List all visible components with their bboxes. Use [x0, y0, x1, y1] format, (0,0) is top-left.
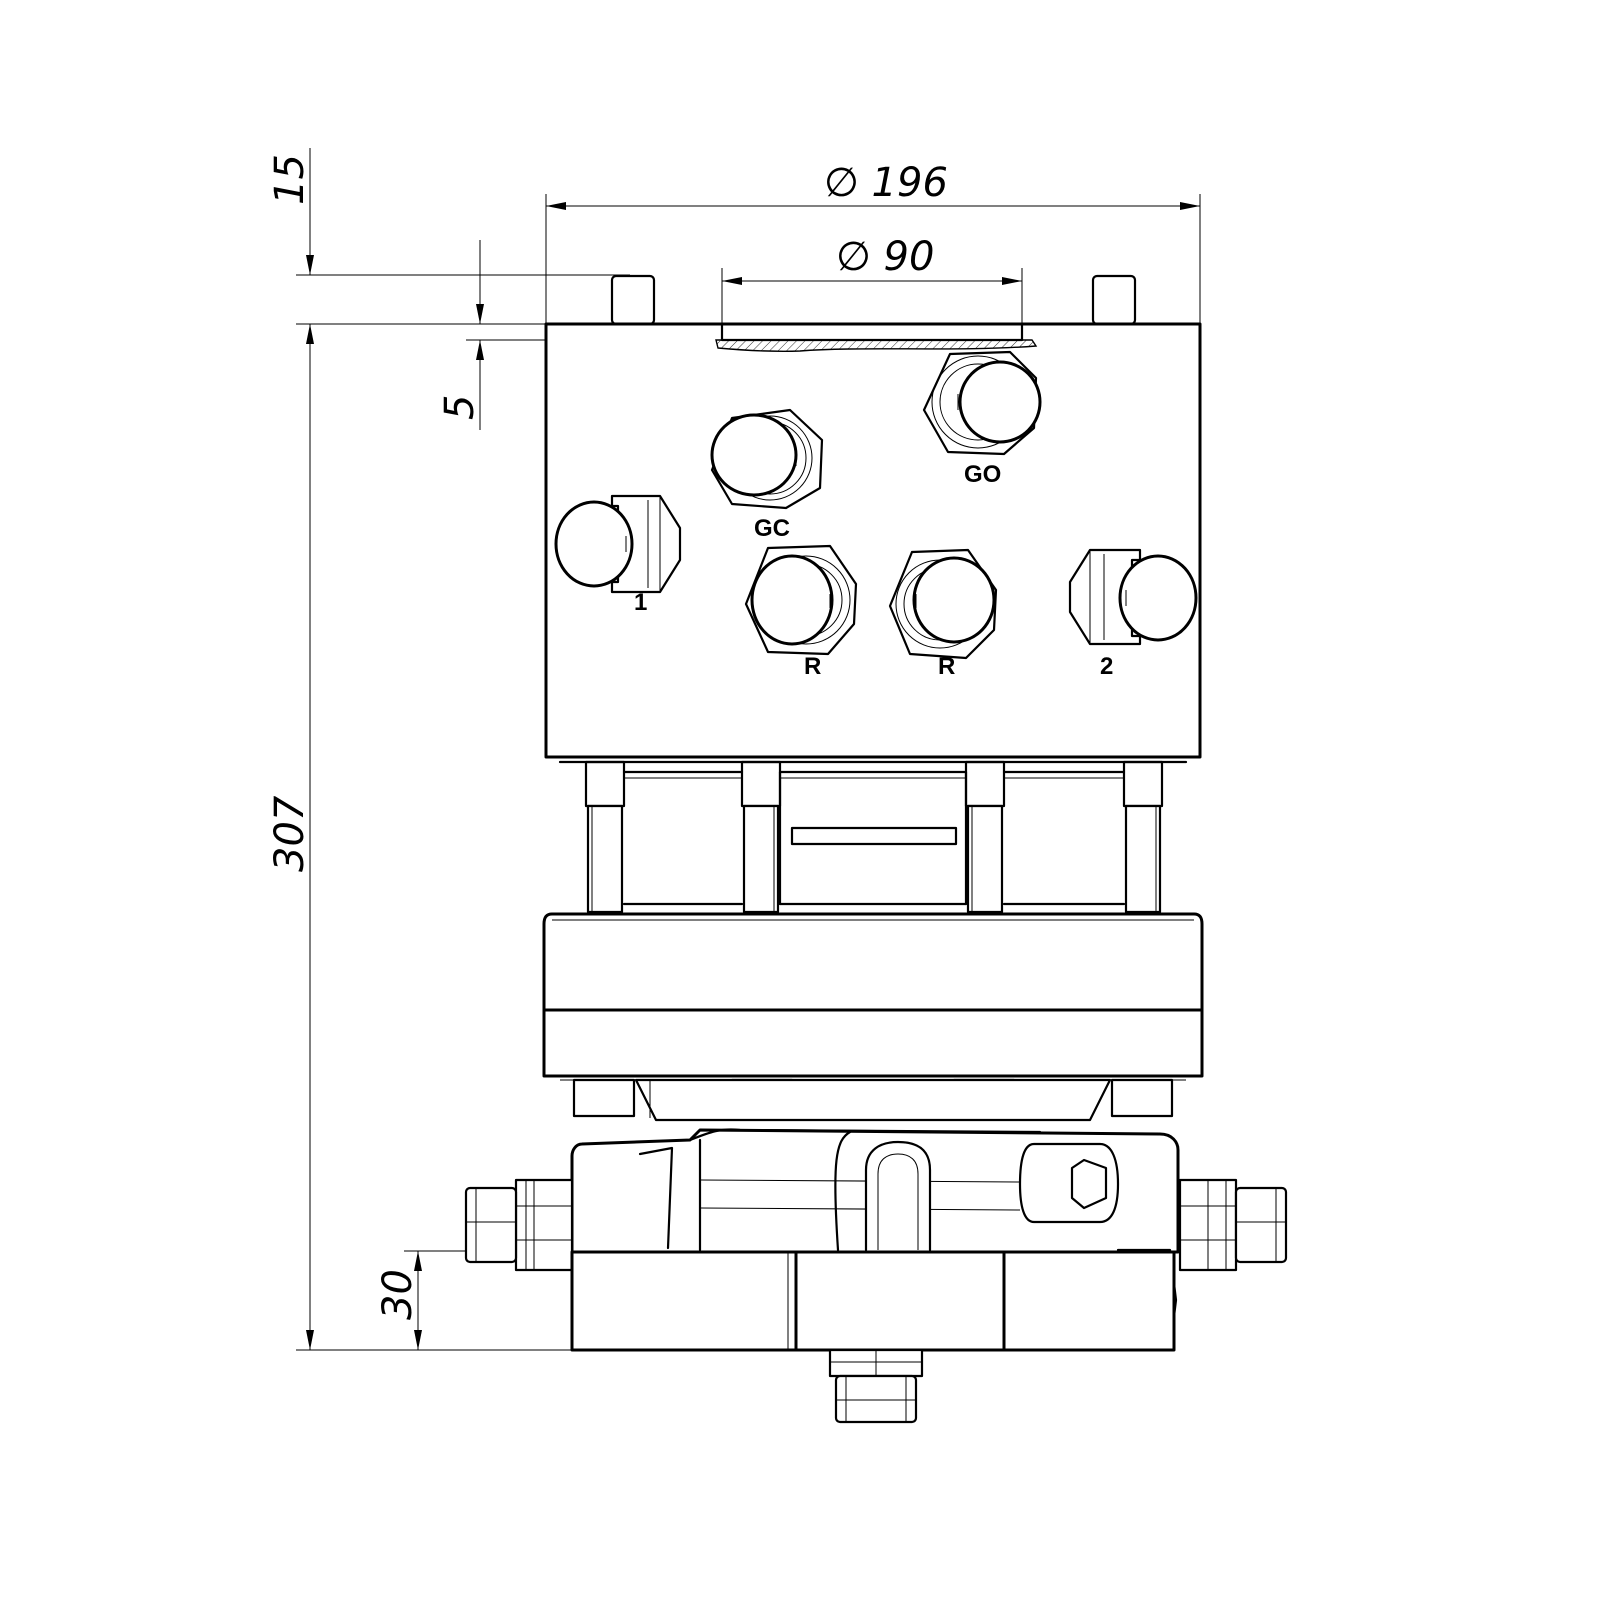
- right-connector: [1178, 1178, 1288, 1272]
- port-r-right-fitting: [888, 548, 998, 660]
- bolt-heads: [572, 1078, 1174, 1122]
- port-r-left-fitting: [744, 544, 858, 656]
- port-label-1: 1: [634, 589, 647, 616]
- dimension-lines: [296, 148, 1201, 1351]
- base-plate: [570, 1250, 1176, 1352]
- left-connector: [464, 1178, 574, 1272]
- top-pins: [610, 274, 1137, 326]
- bottom-fitting: [828, 1348, 924, 1424]
- inner-diameter-label: ∅ 90: [836, 234, 934, 280]
- port-2-fitting: [1068, 548, 1198, 646]
- port-gc-fitting: [710, 408, 824, 510]
- port-go-fitting: [922, 350, 1042, 456]
- recess-depth-label: 5: [437, 395, 483, 420]
- threaded-studs: [584, 760, 1164, 914]
- port-label-r-right: R: [938, 653, 955, 680]
- total-height-label: 307: [267, 795, 313, 872]
- top-offset-label: 15: [267, 154, 313, 205]
- port-label-gc: GC: [754, 515, 790, 542]
- spacer-bracket: [622, 770, 1126, 906]
- port-label-go: GO: [964, 461, 1001, 488]
- outer-diameter-label: ∅ 196: [824, 160, 948, 206]
- middle-flange: [542, 912, 1204, 1081]
- base-height-label: 30: [375, 1269, 421, 1320]
- port-label-r-left: R: [804, 653, 821, 680]
- port-1-fitting: [554, 494, 682, 594]
- port-label-2: 2: [1100, 653, 1113, 680]
